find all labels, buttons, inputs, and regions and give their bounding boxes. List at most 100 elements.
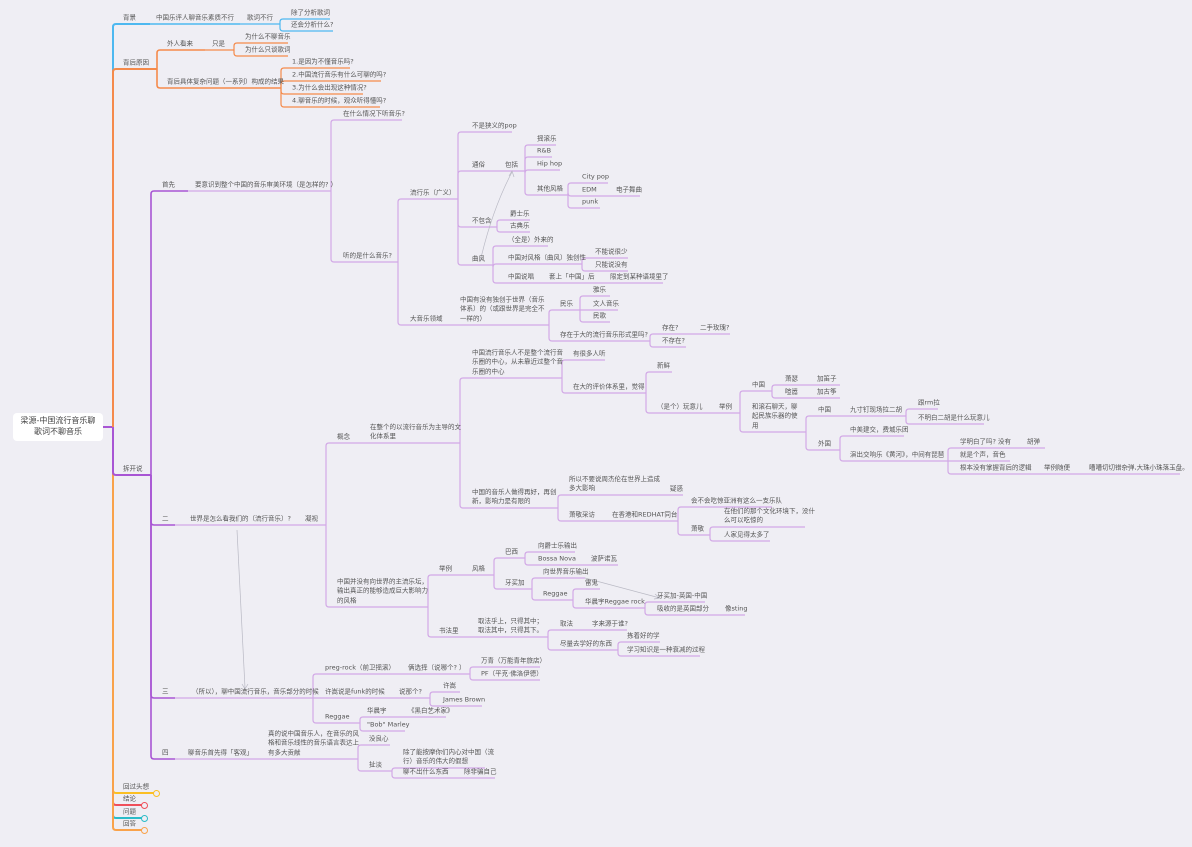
topic-d2[interactable]: （所以），聊中国流行音乐，音乐部分的时候 [192, 687, 319, 696]
topic-c27[interactable]: 就是个声，音色 [960, 450, 1006, 459]
topic-e3[interactable]: 真的说中国音乐人，在音乐的风格和音乐线性的音乐语言表达上有多大贡献 [268, 729, 359, 757]
topic-e2[interactable]: 聊音乐首先得「客观」 [188, 748, 253, 757]
topic-c12[interactable]: 中国 [752, 380, 765, 389]
topic-a8[interactable]: 包括 [505, 160, 518, 169]
topic-c60[interactable]: 拣着好的学 [627, 631, 660, 640]
topic-a10[interactable]: R&B [537, 146, 552, 155]
topic-a24[interactable]: 只能说没有 [595, 260, 628, 269]
topic-c45[interactable]: Bossa Nova [538, 554, 576, 563]
topic-o6[interactable]: 背后具体复杂问题（一系列）构成的结果 [167, 77, 284, 86]
topic-a17[interactable]: 不包含 [472, 216, 492, 225]
topic-a12[interactable]: 其他风格 [537, 184, 563, 193]
topic-a7[interactable]: 通俗 [472, 160, 485, 169]
topic-c53[interactable]: 吸收的是英国部分 [657, 604, 709, 613]
topic-c7[interactable]: 有很多人听 [573, 349, 606, 358]
topic-b3[interactable]: 歌词不行 [247, 13, 273, 22]
topic-o1[interactable]: 背后原因 [123, 58, 149, 67]
topic-c41[interactable]: 举例 [439, 564, 452, 573]
topic-a33[interactable]: 民歌 [593, 311, 606, 320]
topic-d9[interactable]: 许嵩 [443, 681, 456, 690]
topic-c37[interactable]: 萧敬 [691, 524, 704, 533]
topic-o5[interactable]: 为什么只谈歌词 [245, 45, 291, 54]
topic-e7[interactable]: 聊不出什么东西 [403, 767, 449, 776]
topic-c3[interactable]: 凝视 [305, 514, 318, 523]
topic-a25[interactable]: 中国说唱 [508, 272, 534, 281]
topic-c20[interactable]: 跟rm拉 [918, 398, 940, 407]
topic-d5[interactable]: 万青（万能青年旅店） [481, 656, 546, 665]
topic-d12[interactable]: 华晨宇 [367, 706, 387, 715]
topic-a26[interactable]: 套上「中国」后 [549, 272, 595, 281]
topic-c14[interactable]: 加笛子 [817, 374, 837, 383]
topic-f3[interactable]: 问题 [123, 807, 136, 816]
topic-b2[interactable]: 中国乐评人聊音乐素质不行 [156, 13, 234, 22]
topic-d4[interactable]: 俩选择（说哪个? ） [408, 663, 466, 672]
collapse-toggle-icon[interactable] [141, 801, 148, 809]
topic-f4[interactable]: 回答 [123, 819, 136, 828]
topic-a3[interactable]: 在什么情况下听音乐? [343, 109, 405, 118]
topic-b4[interactable]: 除了分析歌词 [291, 8, 330, 17]
topic-c49[interactable]: Reggae [543, 589, 568, 598]
topic-c2[interactable]: 世界是怎么看我们的（流行音乐）? [190, 514, 291, 523]
topic-c42[interactable]: 风格 [472, 564, 485, 573]
topic-a22[interactable]: 中国对风格（曲风）独创性 [508, 253, 586, 262]
topic-c8[interactable]: 在大的评价体系里，觉得 [573, 382, 645, 391]
topic-d14[interactable]: "Bob" Marley [367, 720, 410, 729]
topic-b5[interactable]: 还会分析什么? [291, 20, 334, 29]
topic-c38[interactable]: 在他们的那个文化环境下，没什么可以吃惊的 [724, 507, 815, 525]
topic-a21[interactable]: （全是）外来的 [508, 235, 554, 244]
topic-c39[interactable]: 人家见得太多了 [724, 530, 770, 539]
topic-c61[interactable]: 学习知识是一种衰减的过程 [627, 645, 705, 654]
topic-c56[interactable]: 取法乎上，只得其中；取法其中，只得其下。 [478, 617, 543, 635]
topic-c28[interactable]: 根本没有掌握背后的逻辑 [960, 463, 1032, 472]
topic-a28[interactable]: 大音乐领域 [410, 314, 443, 323]
topic-a13[interactable]: City pop [582, 172, 610, 181]
topic-d6[interactable]: PF（平克·佛洛伊德） [481, 669, 543, 678]
topic-c55[interactable]: 书法里 [439, 626, 459, 635]
topic-c4[interactable]: 概念 [337, 432, 350, 441]
collapse-toggle-icon[interactable] [141, 814, 148, 822]
topic-c58[interactable]: 字来源于谁? [592, 619, 628, 628]
topic-c17[interactable]: 和滚石聊天，聊起民族乐器的使用 [752, 402, 798, 430]
topic-a34[interactable]: 存在于大的流行音乐形式里吗? [560, 330, 648, 339]
topic-c59[interactable]: 尽量去学好的东西 [560, 639, 612, 648]
topic-c44[interactable]: 向爵士乐输出 [538, 541, 577, 550]
topic-c16[interactable]: 加古筝 [817, 387, 837, 396]
topic-c9[interactable]: 新鲜 [657, 361, 670, 370]
topic-o7[interactable]: 1.是因为不懂音乐吗? [292, 57, 354, 66]
topic-d13[interactable]: 《黑白艺术家》 [408, 706, 454, 715]
collapse-toggle-icon[interactable] [153, 789, 160, 797]
topic-d10[interactable]: James Brown [443, 695, 486, 704]
topic-c26[interactable]: 胡弹 [1027, 437, 1040, 446]
topic-c29[interactable]: 举例随便 [1044, 463, 1070, 472]
topic-a36[interactable]: 二手玫瑰? [700, 323, 730, 332]
topic-c10[interactable]: （是个）玩意儿 [657, 402, 703, 411]
topic-c51[interactable]: 华晨宇Reggae rock [585, 597, 645, 606]
topic-a23[interactable]: 不能说很少 [595, 247, 628, 256]
topic-e6[interactable]: 除了能按摩你们内心对中国（流行）音乐的伟大的假想 [403, 748, 494, 766]
topic-a15[interactable]: 电子舞曲 [616, 185, 642, 194]
topic-c18[interactable]: 中国 [818, 405, 831, 414]
topic-c54[interactable]: 像sting [725, 604, 748, 613]
topic-o10[interactable]: 4.聊音乐的时候，观众听得懂吗? [292, 96, 387, 105]
topic-c23[interactable]: 中美建交，费城乐团 [850, 425, 909, 434]
topic-c40[interactable]: 中国并没有向世界的主流乐坛，输出真正的能够造成巨大影响力的风格 [337, 577, 428, 605]
topic-b1[interactable]: 背景 [123, 13, 136, 22]
topic-a5[interactable]: 流行乐（广义） [410, 188, 456, 197]
topic-c13[interactable]: 萧瑟 [785, 374, 798, 383]
topic-a14[interactable]: EDM [582, 185, 597, 194]
topic-c22[interactable]: 外国 [818, 439, 831, 448]
topic-a27[interactable]: 限定到某种语境里了 [610, 272, 669, 281]
topic-c31[interactable]: 中国的音乐人做得再好，再创新，影响力是有限的 [472, 488, 557, 506]
topic-a6[interactable]: 不是狭义的pop [472, 121, 517, 130]
topic-c36[interactable]: 会不会吃惊亚洲有这么一支乐队 [691, 496, 782, 505]
topic-c57[interactable]: 取法 [560, 619, 573, 628]
topic-e4[interactable]: 没良心 [369, 734, 389, 743]
topic-c33[interactable]: 疑惑 [670, 484, 683, 493]
topic-a20[interactable]: 曲风 [472, 254, 485, 263]
topic-o8[interactable]: 2.中国流行音乐有什么可聊的吗? [292, 70, 387, 79]
topic-o4[interactable]: 为什么不聊音乐 [245, 32, 291, 41]
topic-o3[interactable]: 只是 [212, 39, 225, 48]
topic-c24[interactable]: 演出交响乐《黄河》，中间有琵琶 [850, 450, 945, 459]
topic-c1[interactable]: 二 [162, 514, 169, 523]
topic-f2[interactable]: 结论 [123, 794, 136, 803]
